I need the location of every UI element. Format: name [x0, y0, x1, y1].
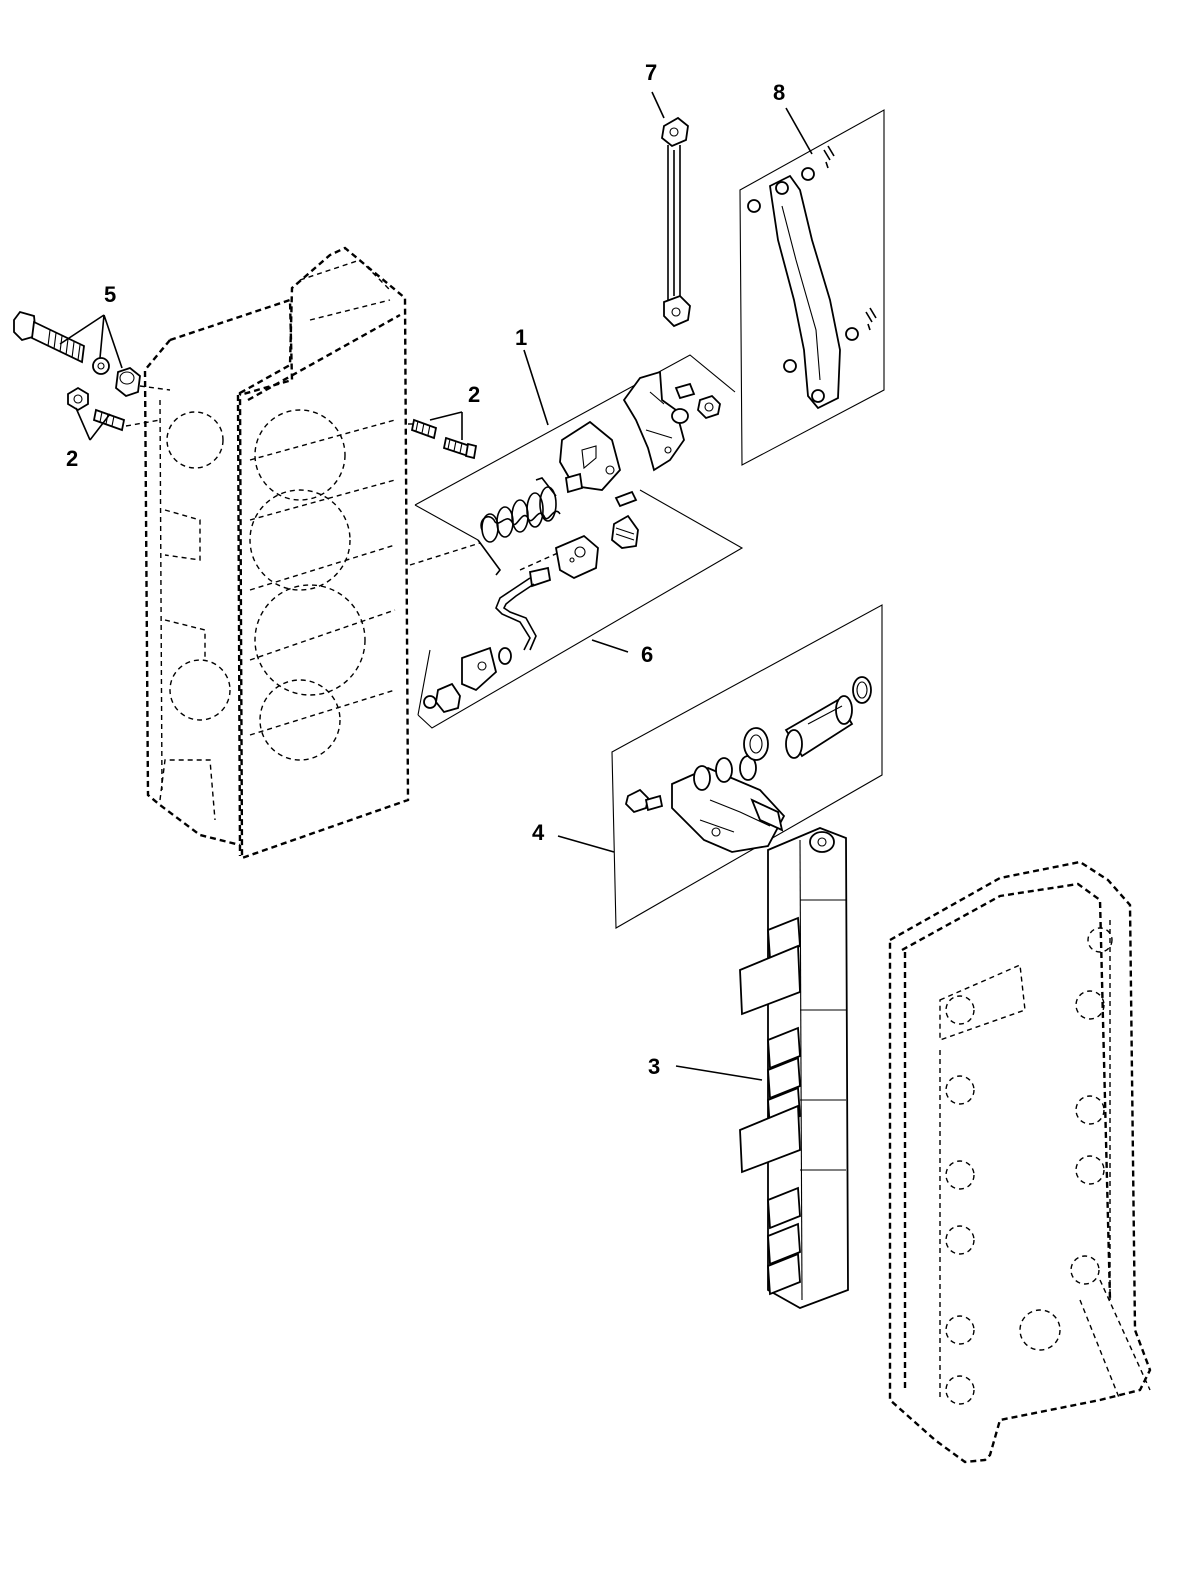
long-bolt [13, 310, 85, 364]
leader-5 [59, 314, 123, 369]
cam-plate [554, 534, 599, 580]
solenoid-body [671, 755, 786, 853]
solenoid-kit-4 [611, 604, 883, 929]
leader-4 [557, 835, 615, 853]
lock-washer [92, 357, 110, 375]
leader-7 [651, 91, 665, 119]
screws-2 [408, 418, 478, 460]
shift-lever [559, 420, 621, 494]
spacer [115, 366, 141, 398]
callout-2-left: 2 [66, 446, 78, 471]
callout-8: 8 [773, 80, 785, 105]
cam-plate-lower [461, 646, 498, 692]
link-rod-7 [661, 116, 691, 328]
torsion-spring [477, 477, 561, 576]
cover-right [888, 860, 1152, 1464]
callout-2-right: 2 [468, 382, 480, 407]
callout-5: 5 [104, 282, 116, 307]
bolt-kit-5 [13, 310, 171, 432]
valve-body-left [143, 246, 410, 860]
nut [67, 386, 89, 412]
leader-8 [785, 107, 813, 155]
leader-1 [523, 349, 549, 426]
lever-arm-8 [739, 109, 885, 466]
bracket [622, 370, 685, 472]
rail-3 [739, 827, 849, 1309]
callout-7: 7 [645, 60, 657, 85]
lever-kit-panel [409, 354, 744, 729]
callout-1: 1 [515, 325, 527, 350]
leader-2-left [75, 407, 111, 441]
callout-4: 4 [532, 820, 545, 845]
leader-2-right [429, 411, 463, 440]
callout-6: 6 [641, 642, 653, 667]
leader-6 [591, 639, 629, 653]
leader-3 [675, 1065, 763, 1081]
stud [92, 408, 126, 432]
callout-3: 3 [648, 1054, 660, 1079]
crank-rod [495, 566, 552, 651]
plunger [784, 695, 854, 759]
